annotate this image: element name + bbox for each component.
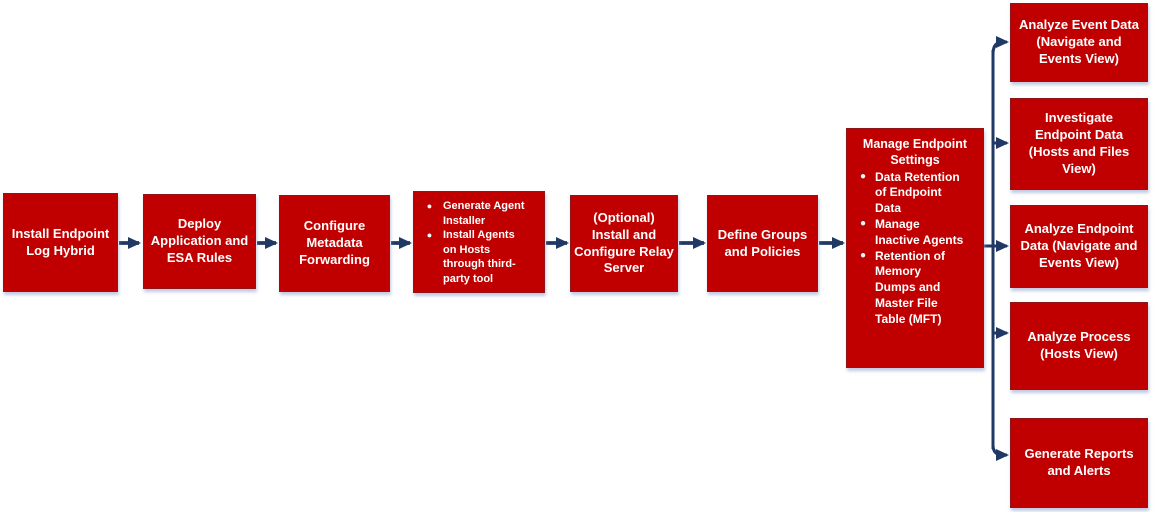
- bullet-item: ● Generate Agent Installer: [416, 199, 525, 228]
- outcome-box-analyze-process: Analyze Process (Hosts View): [1010, 302, 1148, 390]
- flow-box-agent-installation: ● Generate Agent Installer ● Install Age…: [413, 191, 545, 293]
- flow-box-install-endpoint-log-hybrid: Install Endpoint Log Hybrid: [3, 193, 118, 292]
- flow-box-relay-server: (Optional) Install and Configure Relay S…: [570, 195, 678, 292]
- bullet-list: ● Generate Agent Installer ● Install Age…: [414, 192, 525, 286]
- outcome-box-investigate-endpoint-data: Investigate Endpoint Data (Hosts and Fil…: [1010, 98, 1148, 190]
- outcome-box-generate-reports-alerts: Generate Reports and Alerts: [1010, 418, 1148, 508]
- bullet-item: ● Manage Inactive Agents: [851, 217, 983, 249]
- flow-box-label: Install Endpoint Log Hybrid: [11, 225, 110, 258]
- bullet-marker: ●: [426, 230, 433, 241]
- arrow-branch-1: [991, 36, 1009, 55]
- flow-box-label: Configure Metadata Forwarding: [299, 218, 370, 267]
- bullet-marker: ●: [859, 170, 867, 182]
- flow-box-label: Define Groups and Policies: [717, 226, 808, 259]
- outcome-box-analyze-endpoint-data: Analyze Endpoint Data (Navigate and Even…: [1010, 205, 1148, 288]
- outcome-box-label: Generate Reports and Alerts: [1024, 446, 1134, 478]
- bullet-text: Data Retention of Endpoint Data: [875, 169, 960, 216]
- bullet-item: ● Install Agents on Hosts through third-…: [416, 228, 525, 286]
- bullet-text: Install Agents on Hosts through third- p…: [443, 229, 516, 285]
- flow-box-manage-endpoint-settings: Manage Endpoint Settings ● Data Retentio…: [846, 128, 984, 368]
- flow-box-deploy-application-esa-rules: Deploy Application and ESA Rules: [143, 194, 256, 289]
- bullet-item: ● Data Retention of Endpoint Data: [851, 170, 983, 217]
- bullet-text: Manage Inactive Agents: [875, 216, 964, 247]
- bullet-marker: ●: [859, 249, 867, 261]
- outcome-box-label: Investigate Endpoint Data (Hosts and Fil…: [1028, 110, 1130, 176]
- arrow-branch-5: [991, 444, 1009, 461]
- bullet-text: Generate Agent Installer: [443, 200, 525, 227]
- flow-box-label: (Optional) Install and Configure Relay S…: [574, 209, 674, 276]
- bullet-marker: ●: [426, 201, 433, 211]
- outcome-box-analyze-event-data: Analyze Event Data (Navigate and Events …: [1010, 3, 1148, 82]
- outcome-box-label: Analyze Event Data (Navigate and Events …: [1019, 17, 1139, 66]
- flow-box-label: Deploy Application and ESA Rules: [150, 216, 249, 265]
- flow-box-define-groups-policies: Define Groups and Policies: [707, 195, 818, 292]
- bullet-list: ● Data Retention of Endpoint Data ● Mana…: [847, 169, 983, 328]
- flow-box-title: Manage Endpoint Settings: [862, 137, 968, 168]
- outcome-box-label: Analyze Process (Hosts View): [1027, 329, 1131, 361]
- bullet-marker: ●: [859, 217, 867, 229]
- outcome-box-label: Analyze Endpoint Data (Navigate and Even…: [1020, 221, 1138, 270]
- bullet-text: Retention of Memory Dumps and Master Fil…: [875, 248, 945, 326]
- flow-box-configure-metadata-forwarding: Configure Metadata Forwarding: [279, 195, 390, 292]
- bullet-item: ● Retention of Memory Dumps and Master F…: [851, 249, 983, 328]
